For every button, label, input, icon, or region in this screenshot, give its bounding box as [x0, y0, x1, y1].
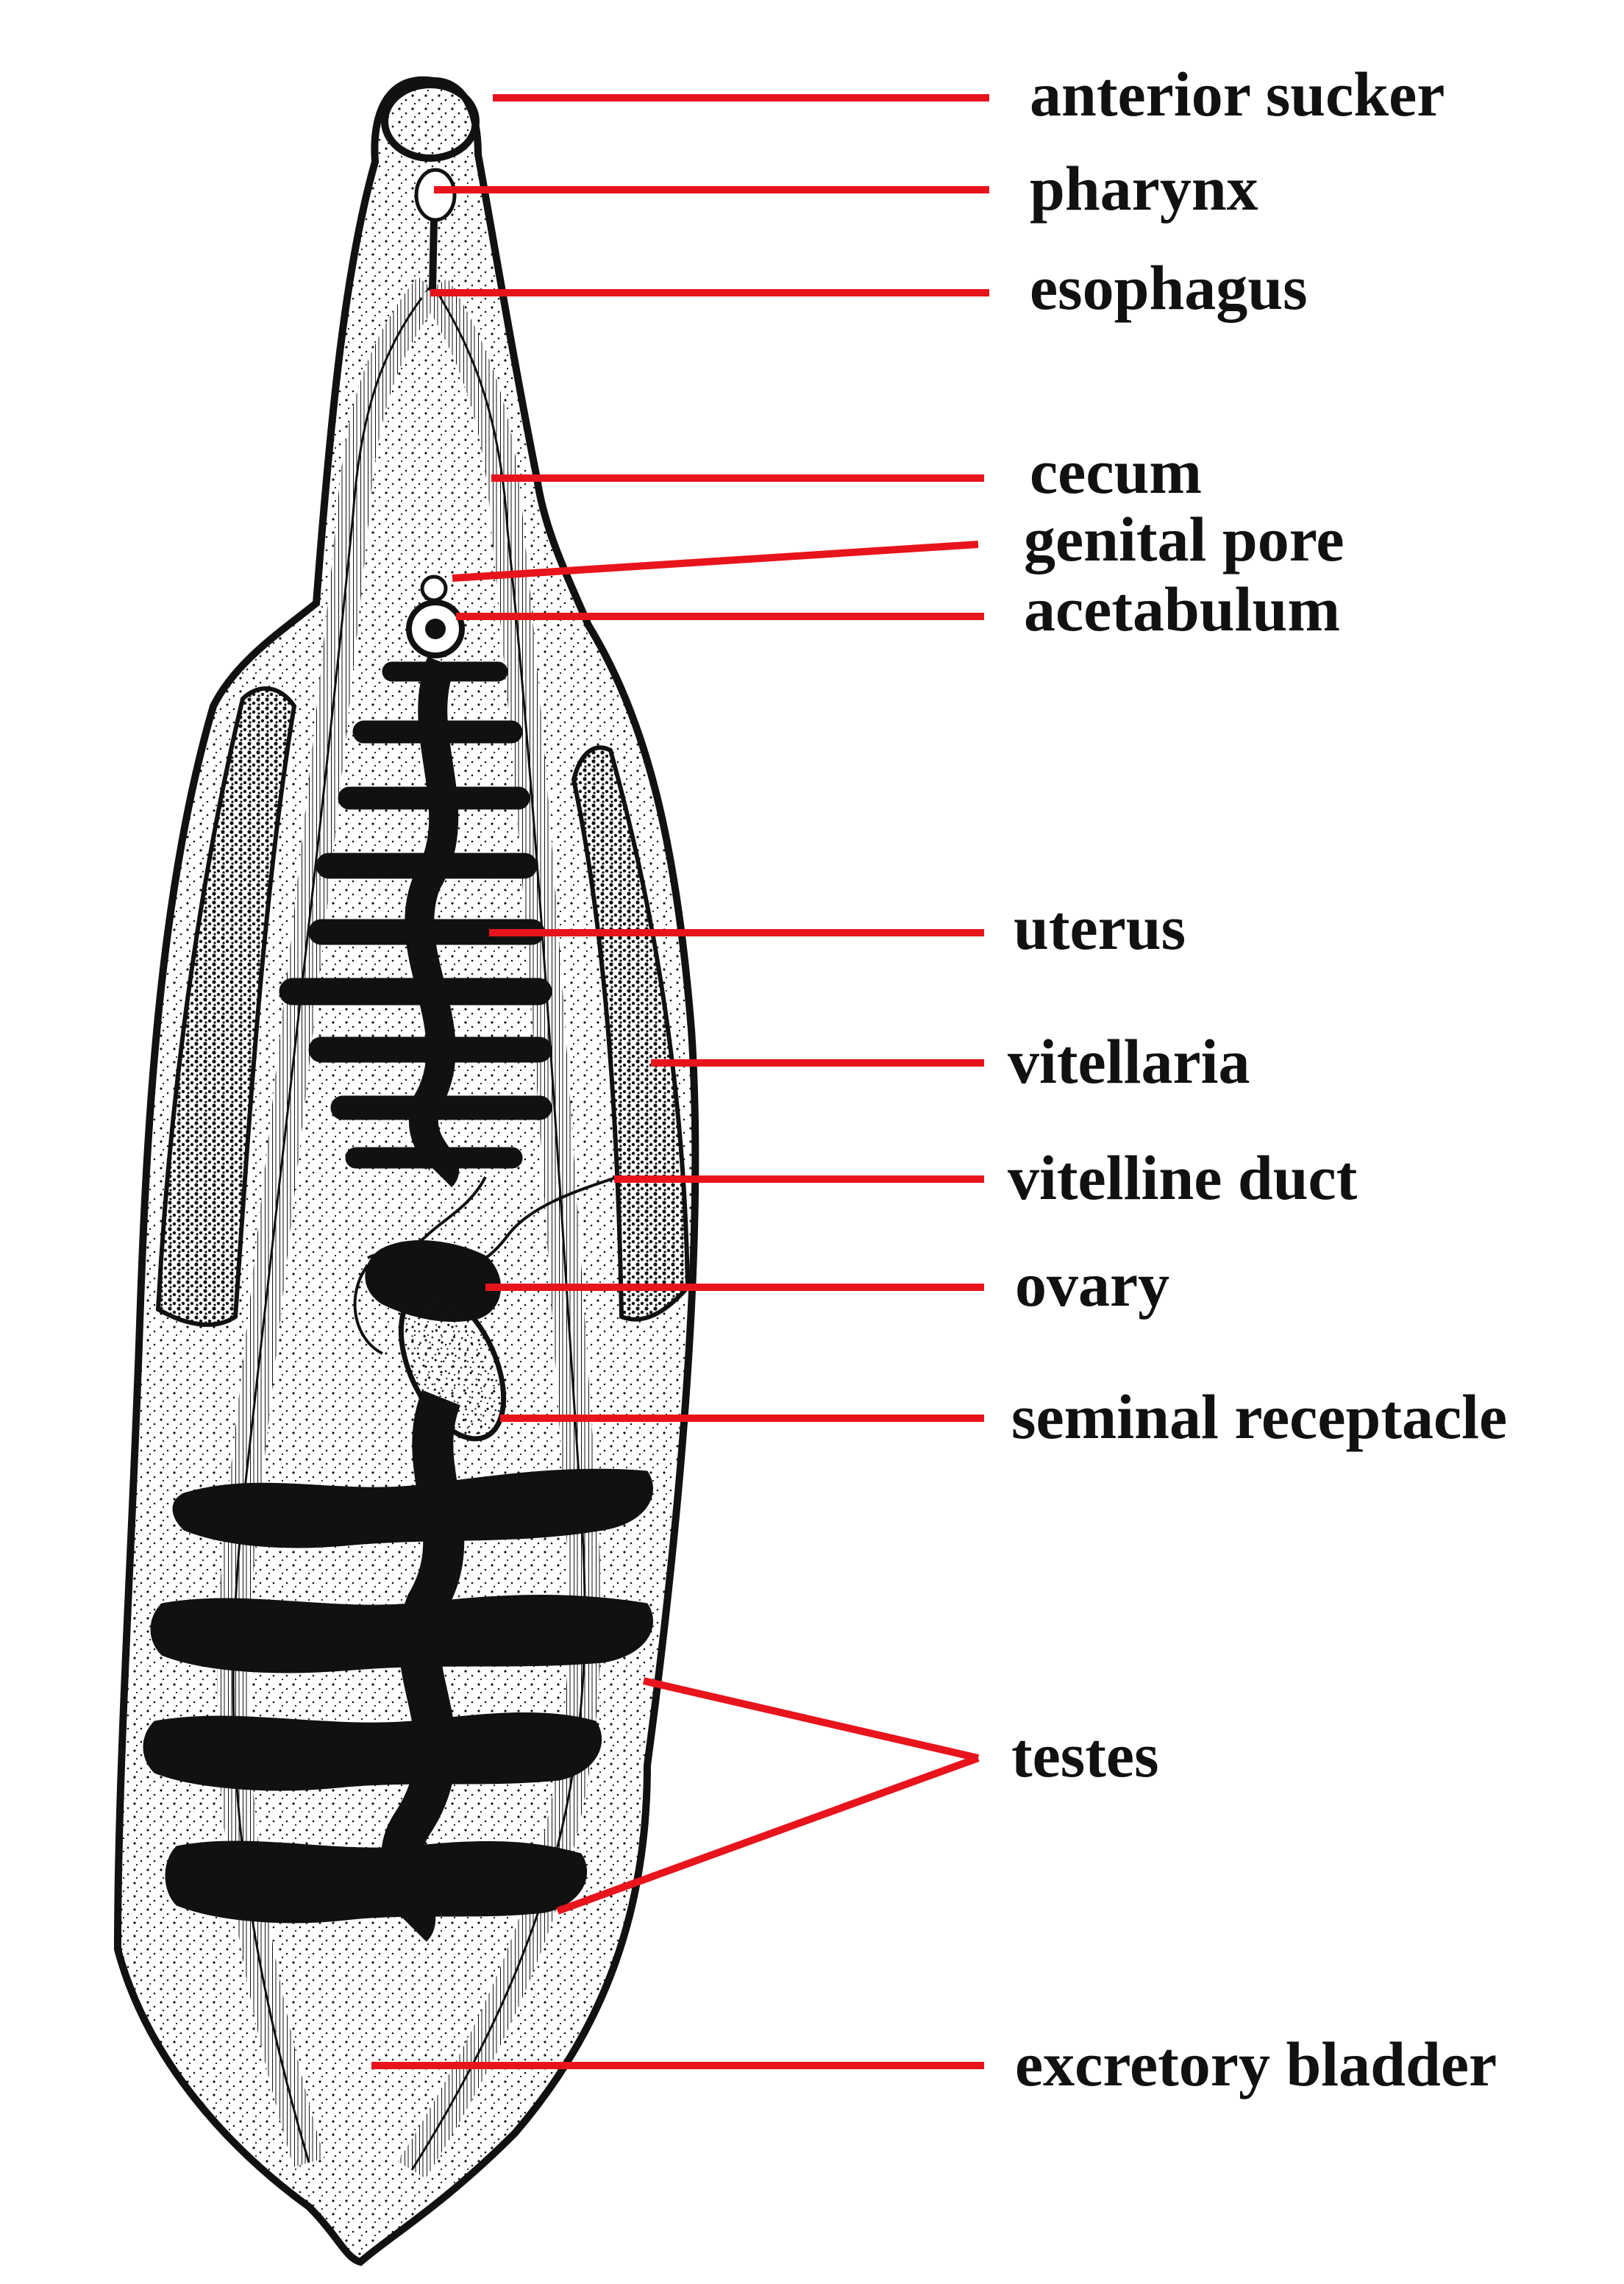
genital-pore-shape — [420, 574, 448, 602]
testes-lobes — [143, 1390, 653, 1942]
label-vitellaria: vitellaria — [1008, 1026, 1250, 1097]
leader-testes-upper — [642, 1677, 980, 1762]
label-uterus: uterus — [1014, 892, 1186, 963]
anterior-sucker-shape — [381, 81, 480, 162]
label-cecum: cecum — [1030, 436, 1202, 507]
label-seminal-receptacle: seminal receptacle — [1011, 1381, 1507, 1452]
label-testes: testes — [1011, 1720, 1159, 1790]
label-genital-pore: genital pore — [1024, 504, 1345, 574]
pharynx-shape — [414, 168, 457, 222]
leader-lines — [371, 94, 989, 2069]
label-acetabulum: acetabulum — [1024, 574, 1340, 644]
label-pharynx: pharynx — [1030, 153, 1258, 224]
uterus-coils — [279, 656, 552, 1188]
leader-genital-pore — [452, 541, 979, 582]
label-vitelline-duct: vitelline duct — [1008, 1142, 1358, 1213]
esophagus-tube — [429, 220, 438, 291]
vitellaria-left — [155, 686, 297, 1327]
leader-testes-lower — [556, 1754, 980, 1915]
label-ovary: ovary — [1015, 1249, 1169, 1320]
ovary-shape — [365, 1240, 501, 1322]
label-esophagus: esophagus — [1030, 252, 1308, 323]
label-excretory-bladder: excretory bladder — [1015, 2029, 1497, 2099]
label-anterior-sucker: anterior sucker — [1030, 59, 1445, 129]
